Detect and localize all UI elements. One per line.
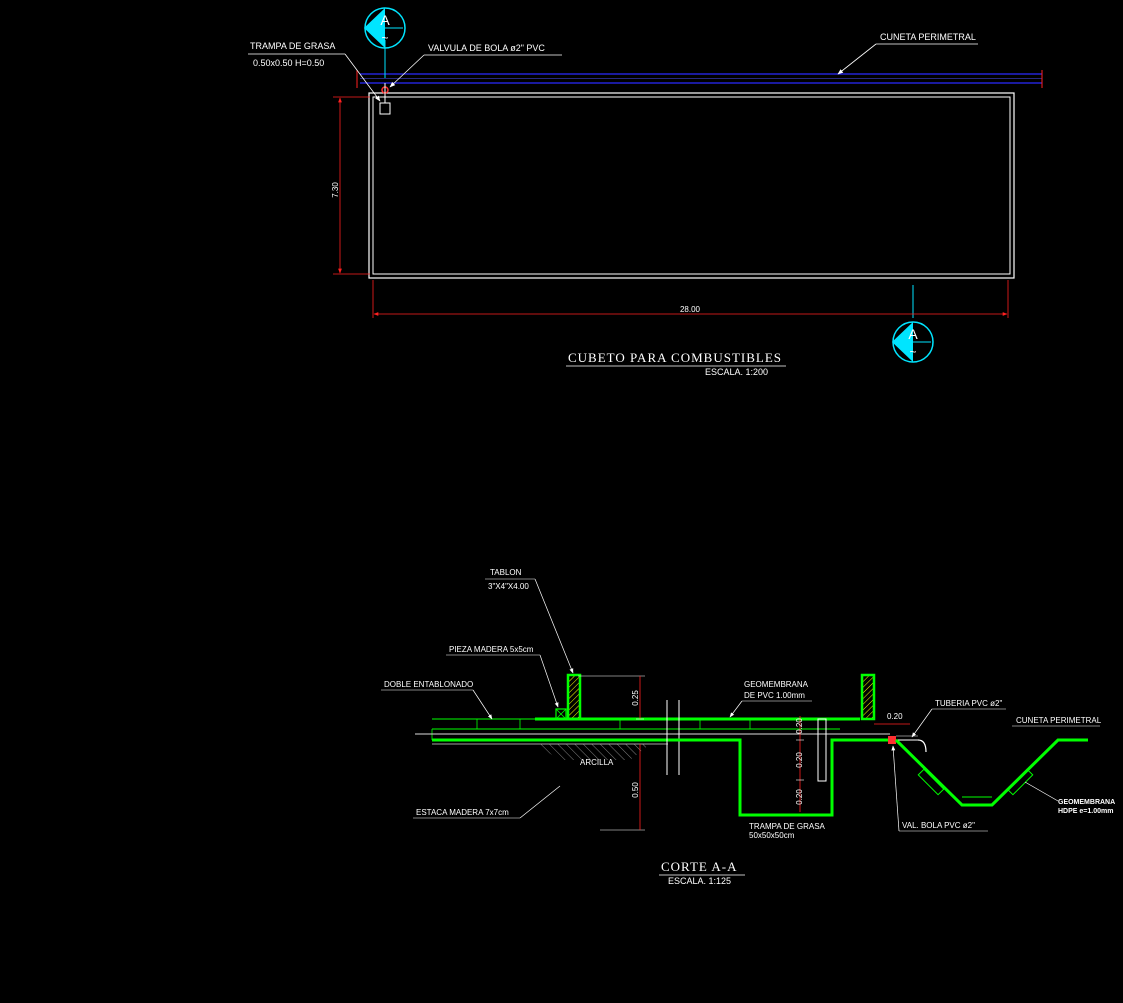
dimensions-section: 0.25 0.50 0.20 0.20 0.20 0.20: [578, 675, 910, 831]
geomem-hdpe-2: HDPE e=1.00mm: [1058, 808, 1113, 815]
deck-planks: [415, 717, 890, 745]
section-view: 0.25 0.50 0.20 0.20 0.20 0.20 TABLON 3"X…: [381, 568, 1115, 886]
tablon-left: [566, 673, 582, 721]
dim-020-top: 0.20: [887, 712, 903, 721]
arcilla-label: ARCILLA: [580, 758, 614, 767]
geomem-pvc-2: DE PVC 1.00mm: [744, 691, 805, 700]
label-geomembrana-pvc: GEOMEMBRANA DE PVC 1.00mm: [729, 680, 812, 718]
perimeter-channel: [356, 70, 1043, 88]
trampa-section-1: TRAMPA DE GRASA: [749, 822, 826, 831]
dimension-width: 28.00: [372, 280, 1009, 318]
estaca-label: ESTACA MADERA 7x7cm: [416, 808, 509, 817]
section-marker-letter: A: [380, 12, 390, 28]
ground-arcilla: [535, 744, 650, 760]
tank-outline-outer: [368, 92, 1015, 279]
label-trampa-grasa: TRAMPA DE GRASA 0.50x0.50 H=0.50: [248, 41, 381, 102]
label-geomembrana-hdpe: GEOMEMBRANA HDPE e=1.00mm: [1024, 781, 1115, 815]
dimension-height-label: 7.30: [331, 182, 340, 198]
dim-020-b: 0.20: [795, 752, 804, 768]
dim-020-a: 0.20: [795, 718, 804, 734]
plan-title: CUBETO PARA COMBUSTIBLES: [568, 350, 782, 365]
ditch-section: [894, 738, 1088, 807]
pieza-madera: [555, 708, 567, 720]
tablon-title: TABLON: [490, 568, 522, 577]
cuneta-section-label: CUNETA PERIMETRAL: [1016, 716, 1102, 725]
valve-icon: [888, 736, 896, 744]
dim-025: 0.25: [631, 690, 640, 706]
label-pieza-madera: PIEZA MADERA 5x5cm: [446, 645, 559, 708]
section-title: CORTE A-A: [661, 859, 737, 874]
section-marker-symbol: ~: [909, 345, 916, 359]
plan-scale: ESCALA. 1:200: [705, 367, 768, 377]
section-marker-bottom: A ~: [892, 321, 934, 363]
dim-050: 0.50: [631, 782, 640, 798]
label-doble-entablonado: DOBLE ENTABLONADO: [381, 680, 493, 720]
tuberia-label: TUBERIA PVC ø2": [935, 699, 1002, 708]
cuneta-label: CUNETA PERIMETRAL: [880, 32, 976, 42]
label-tablon: TABLON 3"X4"X4.00: [485, 568, 574, 674]
doble-label: DOBLE ENTABLONADO: [384, 680, 473, 689]
label-val-bola: VAL. BOLA PVC ø2": [891, 745, 988, 832]
grease-trap-plan: [379, 102, 391, 115]
tablon-right: [860, 673, 876, 721]
label-tuberia: TUBERIA PVC ø2": [911, 699, 1006, 738]
dimension-height: 7.30: [331, 96, 370, 275]
geomem-hdpe-1: GEOMEMBRANA: [1058, 799, 1115, 806]
section-marker-letter: A: [908, 326, 918, 342]
label-cuneta-section: CUNETA PERIMETRAL: [1012, 716, 1102, 727]
pieza-label: PIEZA MADERA 5x5cm: [449, 645, 534, 654]
val-bola-label: VAL. BOLA PVC ø2": [902, 821, 975, 830]
trampa-dims: 0.50x0.50 H=0.50: [253, 58, 324, 68]
tablon-dims: 3"X4"X4.00: [488, 582, 529, 591]
trampa-title: TRAMPA DE GRASA: [250, 41, 335, 51]
grease-trap-section: [668, 718, 890, 817]
label-trampa-section: TRAMPA DE GRASA 50x50x50cm: [749, 822, 826, 840]
label-estaca: ESTACA MADERA 7x7cm: [413, 785, 561, 819]
break-lines: [666, 700, 680, 775]
section-marker-symbol: ~: [381, 31, 388, 45]
plan-view: 7.30 28.00 TRAMPA DE GRASA 0.50x0.50 H=0…: [248, 32, 1043, 377]
trampa-section-2: 50x50x50cm: [749, 831, 795, 840]
tank-outline-inner: [372, 96, 1011, 275]
dim-020-c: 0.20: [795, 789, 804, 805]
dimension-width-label: 28.00: [680, 305, 701, 314]
section-marker-top: A ~: [364, 7, 406, 49]
label-valvula: VALVULA DE BOLA ø2" PVC: [389, 43, 562, 88]
valvula-label: VALVULA DE BOLA ø2" PVC: [428, 43, 545, 53]
section-scale: ESCALA. 1:125: [668, 876, 731, 886]
geomem-pvc-1: GEOMEMBRANA: [744, 680, 809, 689]
label-cuneta-plan: CUNETA PERIMETRAL: [837, 32, 978, 75]
